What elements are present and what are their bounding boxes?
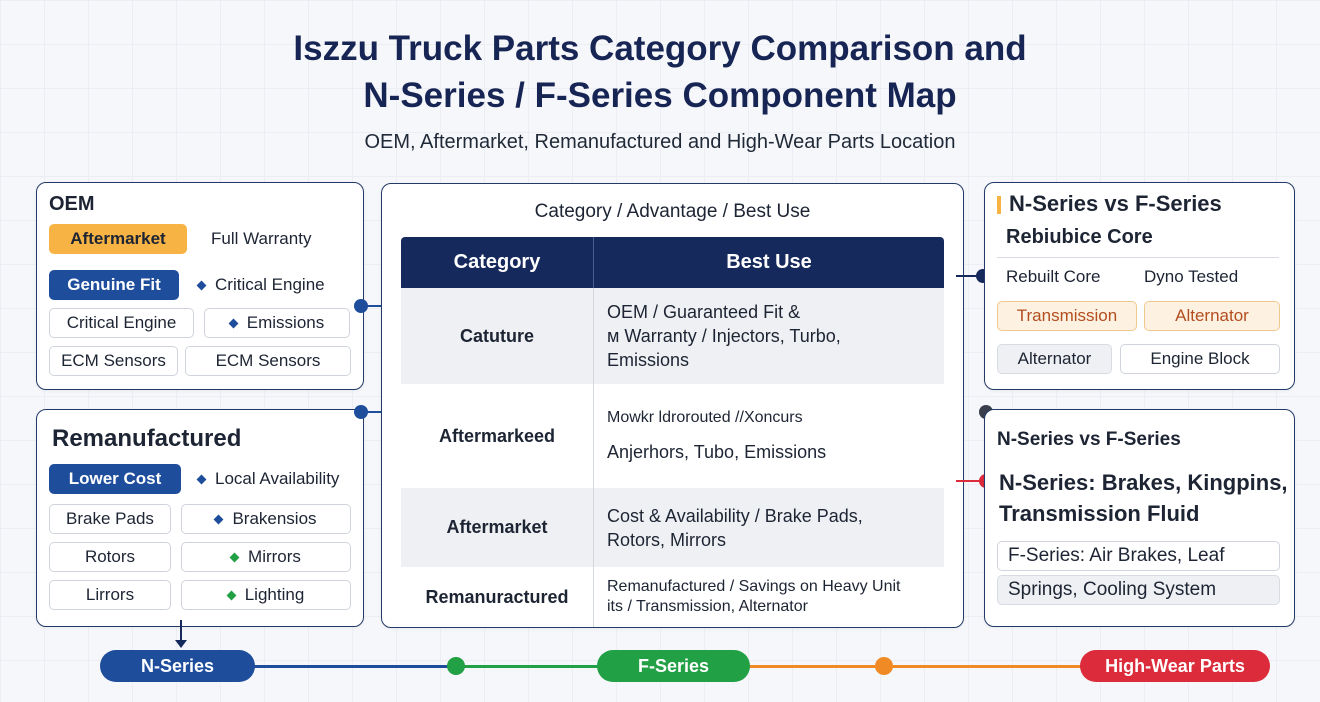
series-core-card-title: N-Series vs F-Series [1009, 191, 1222, 216]
series-core-card: N-Series vs F-Series Rebiubice Core Rebu… [984, 182, 1295, 390]
table-cell-category: Aftermarkeed [401, 384, 594, 488]
legend-high-wear-parts: High-Wear Parts [1080, 650, 1270, 682]
legend-n-series: N-Series [100, 650, 255, 682]
engine-block-tag: Engine Block [1120, 344, 1280, 374]
column-header-best-use: Best Use [726, 251, 812, 273]
table-cell-category: Remanuractured [401, 567, 594, 627]
series-core-card-subtitle: Rebiubice Core [1006, 226, 1153, 248]
connector-line [956, 480, 984, 482]
critical-engine-note: Critical Engine [196, 275, 325, 295]
arrow-line [180, 620, 182, 642]
ecm-sensors-tag-2: ECM Sensors [185, 346, 351, 376]
title-line-2: N-Series / F-Series Component Map [363, 76, 957, 115]
brake-pads-tag: Brake Pads [49, 504, 171, 534]
table-cell-best-use: Remanufactured / Savings on Heavy Unit i… [607, 578, 901, 615]
local-availability-note: Local Availability [196, 469, 339, 489]
diamond-bullet-icon [229, 552, 240, 562]
diamond-bullet-icon [228, 318, 239, 328]
table-row: Aftermarkeed Mowkr ldrorouted //Xoncurs … [401, 384, 944, 488]
oem-card: OEM Aftermarket Full Warranty Genuine Fi… [36, 182, 364, 390]
legend-dot-orange [875, 657, 893, 675]
alternator-tag-2: Alternator [997, 344, 1112, 374]
legend-line-blue [250, 665, 450, 668]
table-row: Catuture OEM / Guaranteed Fit & ᴍ Warran… [401, 288, 944, 384]
table-cell-best-use: OEM / Guaranteed Fit & ᴍ Warranty / Inje… [607, 302, 841, 370]
ecm-sensors-tag-1: ECM Sensors [49, 346, 178, 376]
full-warranty-label: Full Warranty [211, 229, 312, 248]
f-series-locations-line-1: F-Series: Air Brakes, Leaf [997, 541, 1280, 571]
table-cell-category: Aftermarket [401, 488, 594, 567]
lighting-tag: Lighting [181, 580, 351, 610]
legend-line-orange [748, 665, 1083, 668]
connector-line [364, 305, 382, 307]
oem-card-title: OEM [49, 193, 95, 215]
lower-cost-badge: Lower Cost [49, 464, 181, 494]
diamond-bullet-icon [213, 514, 224, 524]
transmission-tag: Transmission [997, 301, 1137, 331]
aftermarket-badge: Aftermarket [49, 224, 187, 254]
diamond-bullet-icon [196, 280, 207, 291]
column-header-category: Category [401, 237, 594, 288]
series-location-card: N-Series vs F-Series N-Series: Brakes, K… [984, 409, 1295, 627]
genuine-fit-badge: Genuine Fit [49, 270, 179, 300]
table-row: Remanuractured Remanufactured / Savings … [401, 567, 944, 627]
lirrors-tag: Lirrors [49, 580, 171, 610]
alternator-tag-1: Alternator [1144, 301, 1280, 331]
diamond-bullet-icon [196, 474, 207, 485]
accent-bar [997, 196, 1001, 214]
brakensios-tag: Brakensios [181, 504, 351, 534]
n-series-locations: N-Series: Brakes, Kingpins, Transmission… [999, 470, 1288, 526]
diamond-bullet-icon [226, 590, 237, 600]
remanufactured-card-title: Remanufactured [52, 425, 242, 452]
table-cell-best-use: Mowkr ldrorouted //Xoncurs Anjerhors, Tu… [607, 409, 827, 462]
table-cell-best-use: Cost & Availability / Brake Pads, Rotors… [607, 505, 863, 550]
dyno-tested-label: Dyno Tested [1144, 267, 1239, 286]
page-title: Iszzu Truck Parts Category Comparison an… [0, 28, 1320, 117]
table-row: Aftermarket Cost & Availability / Brake … [401, 488, 944, 567]
table-cell-category: Catuture [401, 288, 594, 384]
connector-dot [354, 299, 368, 313]
series-location-card-title: N-Series vs F-Series [997, 429, 1181, 450]
f-series-locations-line-2: Springs, Cooling System [997, 575, 1280, 605]
connector-line [364, 411, 382, 413]
legend-line-green [460, 665, 600, 668]
page-subtitle: OEM, Aftermarket, Remanufactured and Hig… [364, 131, 956, 153]
legend-dot-green [447, 657, 465, 675]
emissions-tag: Emissions [204, 308, 350, 338]
connector-dot [354, 405, 368, 419]
arrow-down-icon [175, 640, 187, 648]
rotors-tag: Rotors [49, 542, 171, 572]
mirrors-tag: Mirrors [181, 542, 351, 572]
remanufactured-card: Remanufactured Lower Cost Local Availabi… [36, 409, 364, 627]
legend-f-series: F-Series [597, 650, 750, 682]
rebuilt-core-label: Rebuilt Core [1006, 267, 1101, 286]
title-line-1: Iszzu Truck Parts Category Comparison an… [293, 29, 1027, 68]
comparison-table-heading: Category / Advantage / Best Use [534, 201, 811, 222]
connector-line [956, 275, 984, 277]
divider [997, 257, 1279, 258]
table-header: Category Best Use [401, 237, 944, 288]
critical-engine-tag: Critical Engine [49, 308, 194, 338]
